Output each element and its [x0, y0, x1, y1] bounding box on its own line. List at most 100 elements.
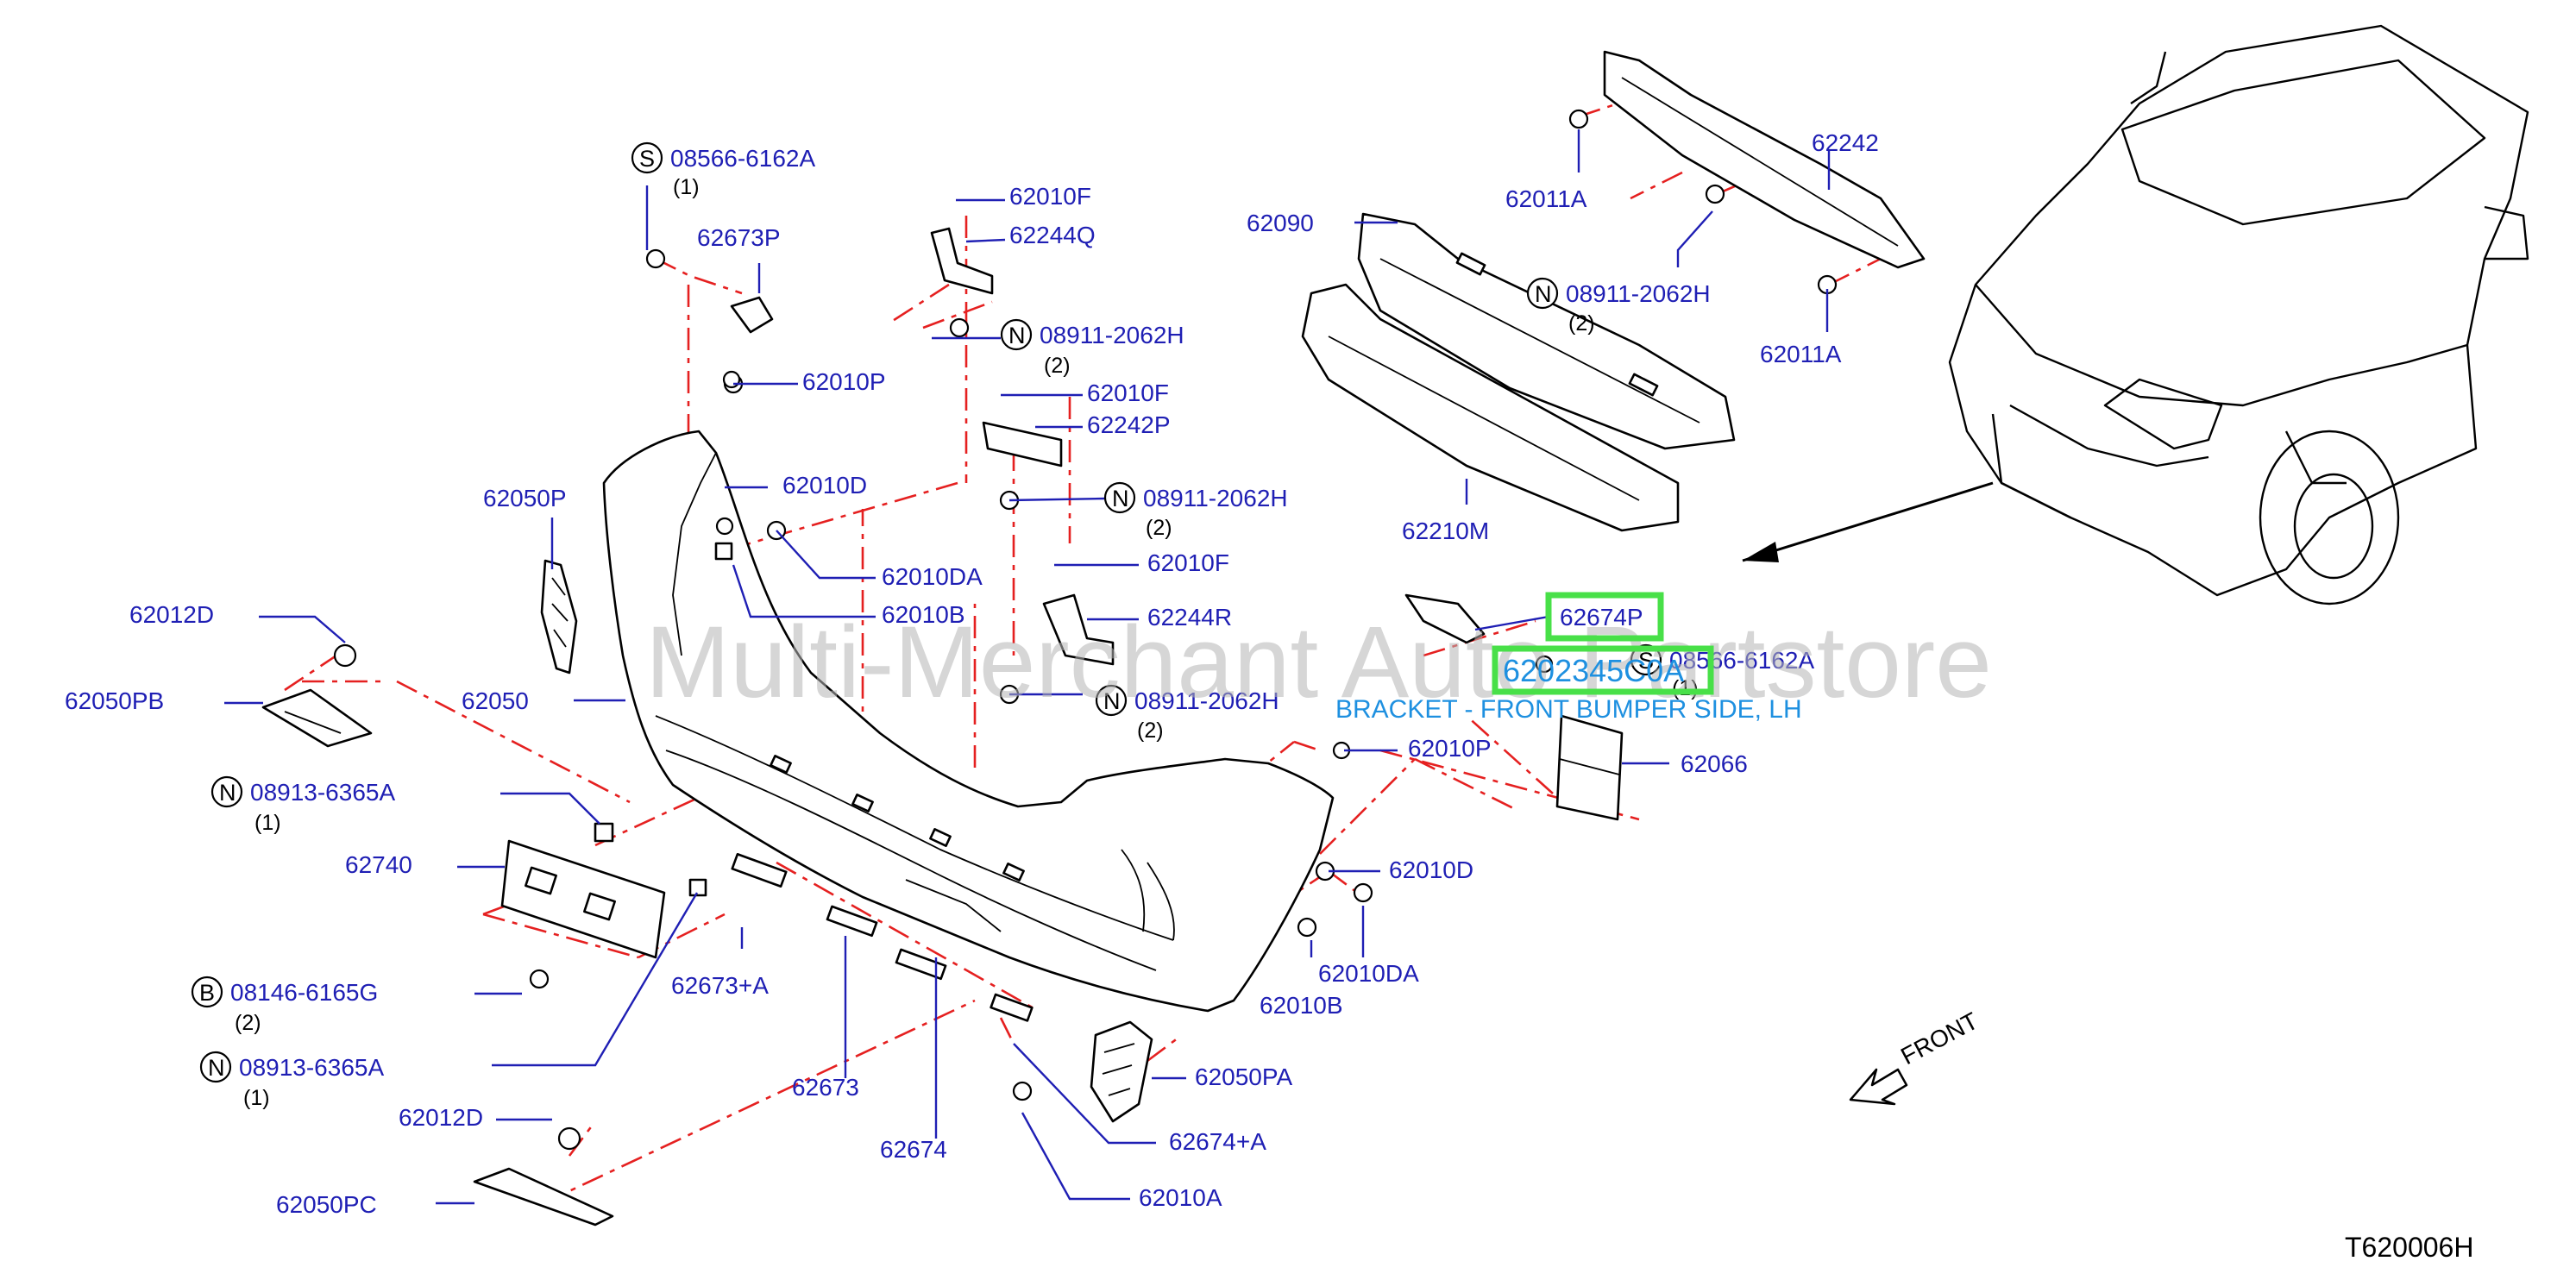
- callout-62242p[interactable]: 62242P: [1087, 411, 1171, 438]
- part-number: 62090: [1247, 210, 1314, 236]
- highlighted-part-62674p[interactable]: 62674P: [1545, 592, 1664, 642]
- callout-08146-6165g[interactable]: B 08146-6165G (2): [191, 976, 378, 1035]
- part-number: 62010P: [802, 368, 886, 395]
- callout-62674a[interactable]: 62674+A: [1169, 1128, 1266, 1155]
- part-number: 62244Q: [1009, 222, 1096, 248]
- callout-62010da[interactable]: 62010DA: [882, 563, 983, 590]
- part-number: 62740: [345, 851, 412, 878]
- part-number: 62674+A: [1169, 1128, 1266, 1155]
- callout-62673[interactable]: 62673: [792, 1074, 859, 1101]
- callout-62010da[interactable]: 62010DA: [1318, 960, 1419, 987]
- part-number: 62673: [792, 1074, 859, 1101]
- view-arrow: [1742, 481, 1994, 562]
- callout-08911-2062h[interactable]: N 08911-2062H (2): [1095, 684, 1279, 743]
- callout-08911-2062h[interactable]: N 08911-2062H (2): [1526, 277, 1711, 336]
- part-number: 62050: [462, 687, 529, 714]
- bumper-reinforcements: [1301, 212, 1736, 532]
- part-number: 62244R: [1147, 604, 1232, 631]
- callout-62090[interactable]: 62090: [1247, 210, 1314, 236]
- front-direction-arrow: FRONT: [1849, 1007, 1982, 1106]
- callout-08913-6365a[interactable]: N 08913-6365A (1): [210, 775, 395, 835]
- quantity: (2): [1137, 718, 1164, 743]
- front-bumper-fascia: [602, 430, 1335, 1013]
- callout-62010p[interactable]: 62010P: [802, 368, 886, 395]
- part-number: 62010D: [782, 472, 867, 499]
- circle-prefix: N: [1103, 688, 1121, 714]
- part-number: 62010F: [1147, 549, 1229, 576]
- quantity: (1): [243, 1086, 270, 1110]
- part-number: 62010P: [1408, 735, 1492, 762]
- part-number: 6202345C0A: [1503, 653, 1684, 688]
- part-number: 08911-2062H: [1143, 485, 1288, 511]
- callout-62674[interactable]: 62674: [880, 1136, 947, 1163]
- quantity: (1): [1672, 676, 1699, 700]
- part-number: 62673P: [697, 224, 781, 251]
- callout-62740[interactable]: 62740: [345, 851, 412, 878]
- part-number: 62010B: [1260, 992, 1343, 1019]
- part-number: 62242: [1812, 129, 1879, 156]
- part-number: 62066: [1681, 750, 1748, 777]
- quantity: (1): [673, 175, 700, 199]
- circle-prefix: N: [1112, 486, 1129, 511]
- circle-prefix: S: [1638, 648, 1654, 674]
- part-number: 08913-6365A: [250, 779, 395, 806]
- callout-62050pb[interactable]: 62050PB: [65, 687, 164, 714]
- part-number: 62050P: [483, 485, 567, 511]
- callout-62011a[interactable]: 62011A: [1505, 185, 1587, 212]
- part-number: 62010B: [882, 601, 965, 628]
- callout-62010d[interactable]: 62010D: [782, 472, 867, 499]
- part-number: 62210M: [1402, 518, 1489, 544]
- callout-62012d[interactable]: 62012D: [129, 601, 214, 628]
- part-number: 08911-2062H: [1134, 687, 1279, 714]
- part-number: 62011A: [1505, 185, 1587, 212]
- callout-62050pa[interactable]: 62050PA: [1195, 1064, 1292, 1090]
- highlighted-part-6202345c0a[interactable]: 6202345C0A: [1492, 645, 1714, 695]
- bracket-description: BRACKET - FRONT BUMPER SIDE, LH: [1335, 695, 1802, 724]
- circle-prefix: N: [219, 780, 236, 806]
- callout-62012d[interactable]: 62012D: [399, 1104, 483, 1131]
- callout-62050[interactable]: 62050: [462, 687, 529, 714]
- diagram-reference-code: T620006H: [2345, 1232, 2473, 1263]
- callout-08913-6365a[interactable]: N 08913-6365A (1): [199, 1051, 384, 1110]
- callout-62010p[interactable]: 62010P: [1408, 735, 1492, 762]
- callout-62673a[interactable]: 62673+A: [671, 972, 769, 999]
- callout-08911-2062h[interactable]: N 08911-2062H (2): [1103, 481, 1288, 540]
- part-number: 08146-6165G: [230, 979, 378, 1006]
- circle-prefix: S: [639, 146, 655, 172]
- callout-08566-6162a[interactable]: S 08566-6162A (1): [631, 141, 815, 199]
- watermark: Multi-Merchant Auto Partstore: [645, 605, 1992, 719]
- callout-62010f[interactable]: 62010F: [1009, 183, 1091, 210]
- part-number: 62012D: [399, 1104, 483, 1131]
- callout-62210m[interactable]: 62210M: [1402, 518, 1489, 544]
- part-number: 08566-6162A: [670, 145, 815, 172]
- circle-prefix: N: [1535, 281, 1552, 307]
- callout-62673p[interactable]: 62673P: [697, 224, 781, 251]
- callout-62011a[interactable]: 62011A: [1760, 341, 1842, 367]
- callout-62244q[interactable]: 62244Q: [1009, 222, 1096, 248]
- quantity: (2): [235, 1011, 261, 1035]
- vehicle-outline: [1948, 24, 2529, 605]
- quantity: (2): [1568, 311, 1595, 336]
- part-number: 62010A: [1139, 1184, 1222, 1211]
- part-number: 08911-2062H: [1566, 280, 1711, 307]
- part-number: 62010F: [1009, 183, 1091, 210]
- callout-62242[interactable]: 62242: [1812, 129, 1879, 156]
- part-number: 62674P: [1560, 604, 1643, 631]
- callout-62066[interactable]: 62066: [1681, 750, 1748, 777]
- part-number: 08913-6365A: [239, 1054, 384, 1081]
- callout-62244r[interactable]: 62244R: [1147, 604, 1232, 631]
- callout-62010f[interactable]: 62010F: [1087, 380, 1169, 406]
- circle-prefix: N: [208, 1055, 225, 1081]
- callout-62010d[interactable]: 62010D: [1389, 856, 1473, 883]
- callout-62010a[interactable]: 62010A: [1139, 1184, 1222, 1211]
- quantity: (2): [1146, 516, 1172, 540]
- callout-62050pc[interactable]: 62050PC: [276, 1191, 377, 1218]
- callout-62010b[interactable]: 62010B: [1260, 992, 1343, 1019]
- callout-62010f[interactable]: 62010F: [1147, 549, 1229, 576]
- callout-62010b[interactable]: 62010B: [882, 601, 965, 628]
- callout-08911-2062h[interactable]: N 08911-2062H (2): [1000, 318, 1184, 378]
- part-number: 62050PA: [1195, 1064, 1292, 1090]
- part-number: 62673+A: [671, 972, 769, 999]
- callout-62050p[interactable]: 62050P: [483, 485, 567, 511]
